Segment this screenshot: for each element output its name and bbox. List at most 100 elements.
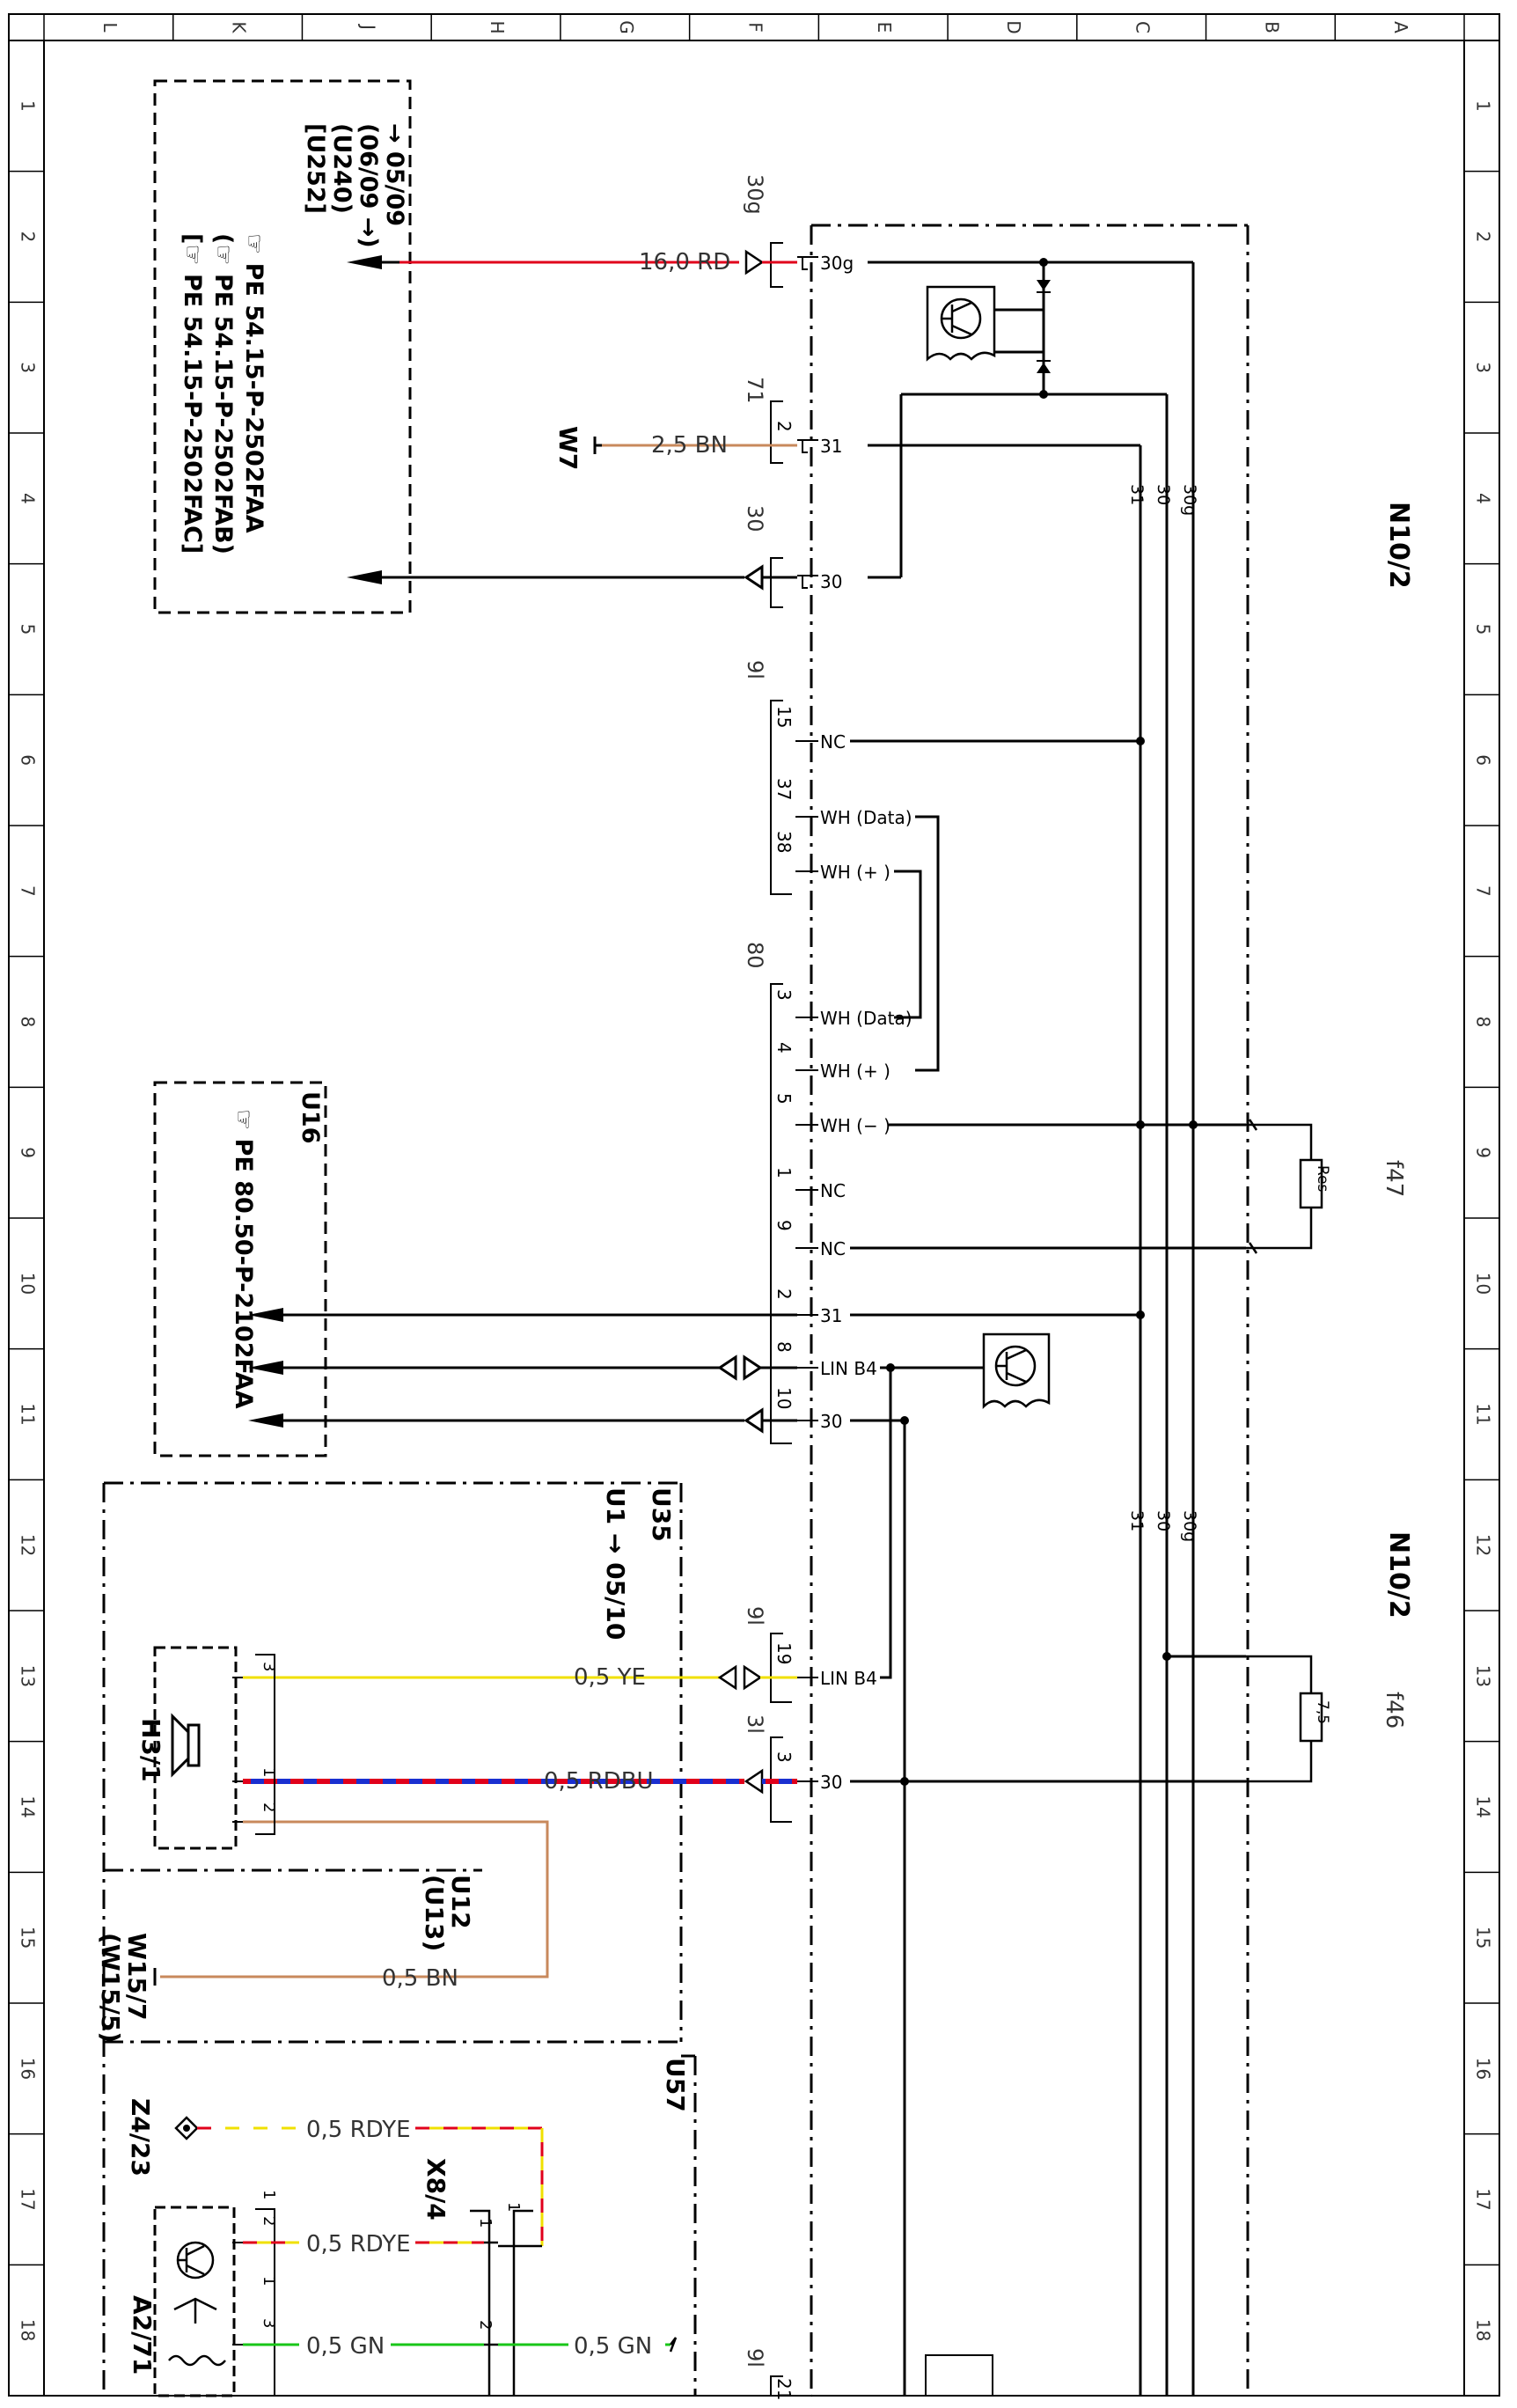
ground-w7: W7 xyxy=(553,426,583,470)
wire-16-0-rd xyxy=(347,249,797,275)
terminal-lin-b4-1: LIN B4 xyxy=(820,1358,877,1379)
column-letter: J xyxy=(357,23,378,30)
ref-pe-2[interactable]: (☞ PE 54.15-P-2502FAB) xyxy=(209,233,237,554)
row-number: 12 xyxy=(18,1534,39,1556)
terminal-wh-data-1: WH (Data) xyxy=(820,807,912,828)
pin-8: 8 xyxy=(773,1341,795,1353)
connector-9l-b: 9l xyxy=(743,1606,767,1626)
pin-1: 1 xyxy=(773,1167,795,1178)
row-number: 16 xyxy=(1473,2058,1494,2080)
wire-0-5-rdbu xyxy=(243,1768,797,1795)
sensor-pins xyxy=(232,2208,275,2396)
row-number: 12 xyxy=(1473,1534,1494,1556)
fuse-f46-label: f46 xyxy=(1381,1692,1407,1729)
pin-38: 38 xyxy=(773,831,795,853)
ref-code-u252: [U252] xyxy=(302,123,329,214)
row-number: 6 xyxy=(1473,754,1494,766)
wire-label-0-5-rdbu: 0,5 RDBU xyxy=(544,1768,654,1795)
module-label-bottom: N10/2 xyxy=(1383,1531,1414,1619)
junction-z4-23-label: Z4/23 xyxy=(126,2098,155,2177)
sensor-pin-3: 3 xyxy=(260,2318,278,2328)
connector-71: 71 xyxy=(743,377,767,404)
terminal-stubs xyxy=(795,256,818,1782)
row-number: 9 xyxy=(1473,1147,1494,1158)
bus-label-30-top: 30 xyxy=(1154,484,1173,505)
column-letter: K xyxy=(229,21,250,33)
connector-x8-4 xyxy=(470,2209,542,2396)
pin-10: 10 xyxy=(773,1387,795,1409)
column-letter: B xyxy=(1261,21,1282,33)
connector-80: 80 xyxy=(743,942,767,969)
row-number: 5 xyxy=(18,624,39,635)
connector-30g: 30g xyxy=(743,174,767,215)
column-letter: A xyxy=(1390,21,1411,33)
row-number: 16 xyxy=(18,2058,39,2080)
ground-w15-5: (W15/5) xyxy=(96,1933,125,2043)
connector-3l: 3l xyxy=(743,1714,767,1734)
connector-blocks xyxy=(770,242,792,2396)
pin-9: 9 xyxy=(773,1220,795,1231)
wire-0-5-gn-end xyxy=(669,2337,678,2353)
terminal-31-b: 31 xyxy=(820,1305,842,1326)
column-letter: G xyxy=(616,20,637,34)
terminal-30g: 30g xyxy=(820,253,854,274)
column-ticks xyxy=(43,14,1465,40)
ref-date-1: → 05/09 xyxy=(381,123,408,226)
row-number: 3 xyxy=(1473,362,1494,373)
row-number: 4 xyxy=(18,493,39,504)
pin-5: 5 xyxy=(773,1093,795,1105)
fuse-f47-label: f47 xyxy=(1381,1160,1407,1197)
terminal-wh-plus-1: WH (+ ) xyxy=(820,862,890,883)
row-number: 18 xyxy=(1473,2319,1494,2341)
sensor-icon xyxy=(168,2241,226,2367)
ref-u57: U57 xyxy=(661,2058,690,2112)
row-number: 2 xyxy=(1473,231,1494,243)
pin-2-b: 2 xyxy=(773,1288,795,1300)
row-number: 4 xyxy=(1473,493,1494,504)
row-number: 8 xyxy=(1473,1017,1494,1028)
terminal-30-c: 30 xyxy=(820,1772,842,1793)
terminal-nc-2: NC xyxy=(820,1180,846,1201)
bus-label-30g-top: 30g xyxy=(1180,484,1199,516)
row-number: 13 xyxy=(1473,1665,1494,1687)
wire-label-0-5-rdye-2: 0,5 RDYE xyxy=(306,2231,411,2258)
horn-pin-2: 2 xyxy=(260,1802,278,1812)
pin-2-a: 2 xyxy=(773,421,795,432)
row-number: 7 xyxy=(18,885,39,897)
connector-x8-4-label: X8/4 xyxy=(421,2158,451,2221)
sensor-pin-2: 2 xyxy=(260,2216,278,2226)
wire-label-16-0-rd: 16,0 RD xyxy=(639,249,730,275)
pin-19: 19 xyxy=(773,1642,795,1664)
x8-pin-2: 2 xyxy=(476,2320,495,2330)
connector-30: 30 xyxy=(743,505,767,532)
row-number: 15 xyxy=(18,1927,39,1949)
module-label-top: N10/2 xyxy=(1383,502,1414,589)
row-number: 13 xyxy=(18,1665,39,1687)
horn-h3-1-box xyxy=(153,1646,238,1850)
terminal-nc-1: NC xyxy=(820,731,846,752)
row-number: 3 xyxy=(18,362,39,373)
transistor-icon-lin xyxy=(982,1332,1051,1410)
reference-box-1 xyxy=(153,79,412,614)
sensor-pin-1-b: 1 xyxy=(260,2276,278,2286)
ref-code-u240: (U240) xyxy=(328,123,355,214)
pin-3-b: 3 xyxy=(773,1751,795,1763)
fuse-f47-value: Res xyxy=(1314,1165,1331,1193)
terminal-30-b: 30 xyxy=(820,1411,842,1432)
wire-label-0-5-rdye-1: 0,5 RDYE xyxy=(306,2117,411,2143)
junction-dots xyxy=(886,258,1198,1786)
transistor-icon-top xyxy=(926,285,996,362)
row-number: 18 xyxy=(18,2319,39,2341)
connector-9l-c: 9l xyxy=(743,2348,767,2368)
ref-u16-code: U16 xyxy=(297,1091,324,1144)
connector-9l: 9l xyxy=(743,660,767,679)
ref-pe-1[interactable]: ☞ PE 54.15-P-2502FAA xyxy=(240,233,267,533)
ref-u16-pe[interactable]: ☞ PE 80.50-P-2102FAA xyxy=(230,1109,257,1409)
n10-2-module-border xyxy=(810,224,1250,2396)
wire-0-5-bn xyxy=(160,1820,549,1979)
terminal-30: 30 xyxy=(820,571,842,592)
x8-pin-1-b: 1 xyxy=(504,2202,523,2212)
row-number: 17 xyxy=(1473,2188,1494,2210)
ref-pe-3[interactable]: [☞ PE 54.15-P-2502FAC] xyxy=(179,233,206,554)
